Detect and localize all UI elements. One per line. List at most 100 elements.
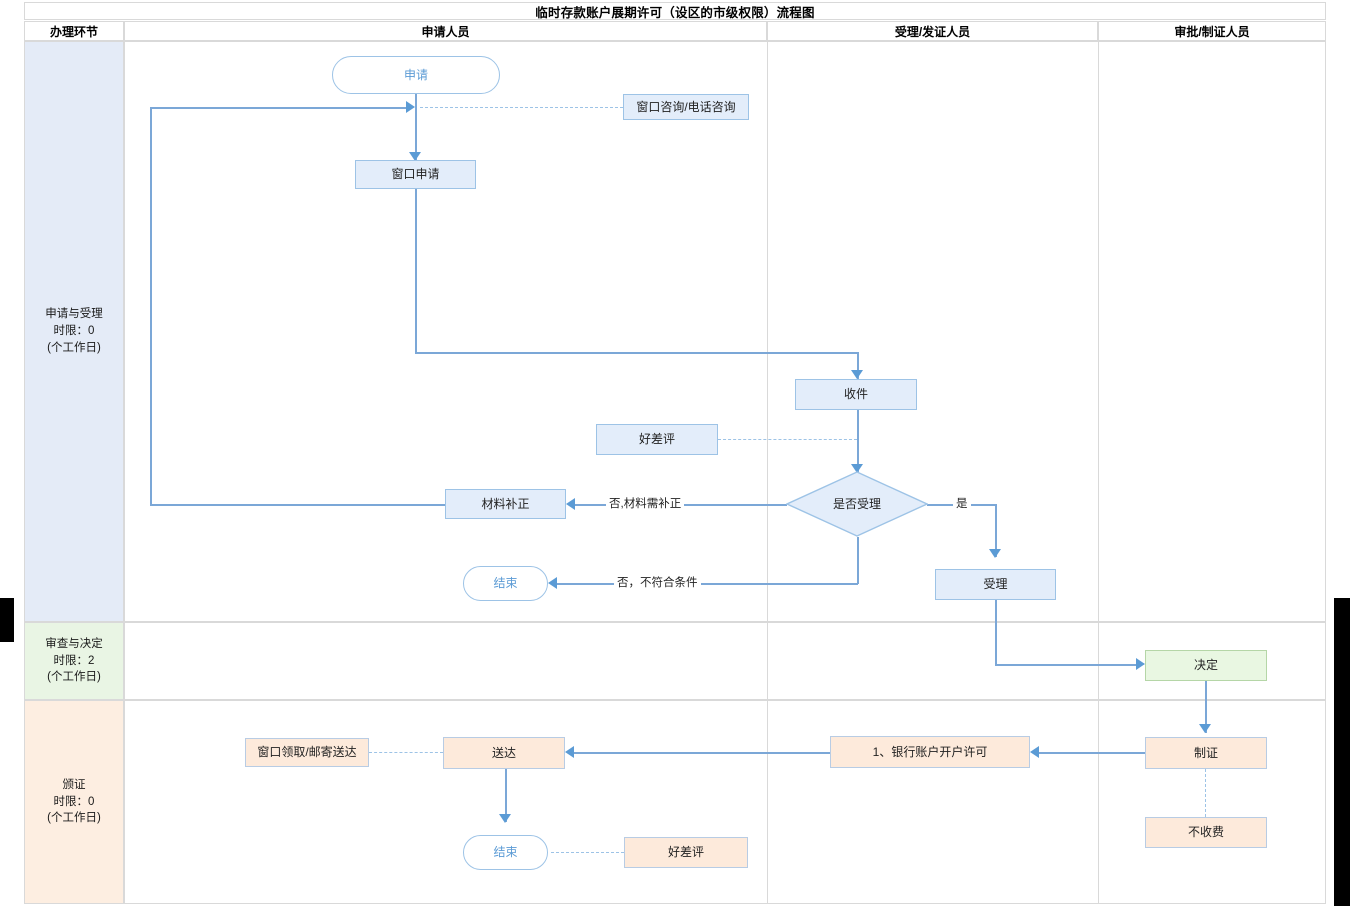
connector-pickup-dashed bbox=[369, 752, 443, 753]
node-pickup-or-mail-label: 窗口领取/邮寄送达 bbox=[257, 745, 357, 759]
node-review-rating-1-label: 好差评 bbox=[638, 432, 675, 446]
lane-1-unit: (个工作日) bbox=[47, 671, 101, 684]
lane-label-review-decision: 审查与决定 时限：2 (个工作日) bbox=[24, 622, 124, 700]
column-separator-1 bbox=[767, 41, 768, 622]
screen-artifact-left bbox=[0, 598, 14, 642]
node-consult[interactable]: 窗口咨询/电话咨询 bbox=[623, 94, 749, 120]
connector-decision-down bbox=[857, 537, 859, 584]
connector-decision-to-end1 bbox=[557, 583, 858, 585]
column-separator-4 bbox=[1098, 622, 1099, 700]
column-separator-2 bbox=[1098, 41, 1099, 622]
node-material-fix-label: 材料补正 bbox=[481, 496, 530, 511]
node-consult-label: 窗口咨询/电话咨询 bbox=[636, 99, 736, 114]
page-title-text: 临时存款账户展期许可（设区的市级权限）流程图 bbox=[535, 5, 815, 20]
column-header-applicant-label: 申请人员 bbox=[421, 24, 470, 39]
node-bank-account-permit[interactable]: 1、银行账户开户许可 bbox=[830, 736, 1030, 768]
node-end-rejected-label: 结束 bbox=[493, 576, 518, 590]
arrowhead-material-fix bbox=[566, 498, 575, 510]
node-no-fee[interactable]: 不收费 bbox=[1145, 817, 1267, 848]
connector-fix-loopback-left bbox=[150, 107, 152, 505]
connector-consult-dashed bbox=[420, 107, 623, 108]
node-deliver[interactable]: 送达 bbox=[443, 737, 565, 769]
node-review-rating-1[interactable]: 好差评 bbox=[596, 424, 718, 455]
arrowhead-receive bbox=[851, 370, 863, 379]
column-header-stage: 办理环节 bbox=[24, 21, 124, 41]
lane-body-certification bbox=[124, 700, 1326, 904]
connector-yes-down bbox=[995, 504, 997, 557]
arrowhead-accept bbox=[989, 549, 1001, 558]
node-end-completed-label: 结束 bbox=[493, 845, 518, 859]
node-decision-accept[interactable]: 是否受理 bbox=[786, 471, 928, 537]
screen-artifact-right bbox=[1334, 598, 1350, 906]
lane-0-unit: (个工作日) bbox=[47, 341, 101, 354]
arrowhead-loopback-into-apply bbox=[406, 101, 415, 113]
node-review-rating-2[interactable]: 好差评 bbox=[624, 837, 748, 868]
connector-review1-dashed bbox=[718, 439, 857, 440]
node-window-apply-label: 窗口申请 bbox=[391, 167, 440, 181]
node-end-completed[interactable]: 结束 bbox=[463, 835, 548, 870]
column-header-approval-officer-label: 审批/制证人员 bbox=[1174, 24, 1250, 39]
node-window-apply[interactable]: 窗口申请 bbox=[355, 160, 476, 189]
node-receive[interactable]: 收件 bbox=[795, 379, 917, 410]
lane-2-limit: 时限：0 bbox=[53, 795, 95, 808]
arrowhead-window-apply bbox=[409, 152, 421, 161]
arrowhead-decision bbox=[851, 464, 863, 473]
connector-review2-dashed bbox=[551, 852, 624, 853]
node-bank-account-permit-label: 1、银行账户开户许可 bbox=[872, 744, 988, 759]
connector-fix-loopback-top bbox=[150, 107, 412, 109]
column-header-approval-officer: 审批/制证人员 bbox=[1098, 21, 1326, 41]
lane-body-application-acceptance bbox=[124, 41, 1326, 622]
arrowhead-deliver bbox=[565, 746, 574, 758]
connector-accept-down bbox=[995, 600, 997, 665]
lane-label-certification: 颁证 时限：0 (个工作日) bbox=[24, 700, 124, 904]
connector-accept-to-decide bbox=[995, 664, 1141, 666]
connector-decide-to-make-cert bbox=[1205, 681, 1207, 733]
node-receive-label: 收件 bbox=[843, 387, 868, 401]
lane-0-name: 申请与受理 bbox=[45, 308, 103, 321]
node-make-certificate-label: 制证 bbox=[1193, 745, 1218, 760]
connector-fix-loopback-bottom bbox=[150, 504, 445, 506]
lane-1-limit: 时限：2 bbox=[53, 654, 95, 667]
connector-deliver-to-end2 bbox=[505, 769, 507, 822]
node-decision-accept-label: 是否受理 bbox=[832, 496, 881, 511]
node-accept[interactable]: 受理 bbox=[935, 569, 1056, 600]
connector-no-fee-dashed bbox=[1205, 769, 1206, 817]
node-end-rejected[interactable]: 结束 bbox=[463, 566, 548, 601]
node-accept-label: 受理 bbox=[983, 577, 1008, 591]
arrowhead-decide bbox=[1136, 658, 1145, 670]
connector-make-cert-to-bank-permit bbox=[1039, 752, 1145, 754]
page-title: 临时存款账户展期许可（设区的市级权限）流程图 bbox=[24, 2, 1326, 20]
arrowhead-end2 bbox=[499, 814, 511, 823]
edge-label-yes: 是 bbox=[953, 495, 971, 511]
lane-label-application-acceptance: 申请与受理 时限：0 (个工作日) bbox=[24, 41, 124, 622]
arrowhead-make-cert bbox=[1199, 724, 1211, 733]
node-decide-label: 决定 bbox=[1193, 658, 1218, 672]
column-header-stage-label: 办理环节 bbox=[49, 24, 98, 39]
edge-label-not-qualified: 否，不符合条件 bbox=[614, 574, 701, 590]
connector-start-to-window-apply bbox=[415, 93, 417, 160]
node-decide[interactable]: 决定 bbox=[1145, 650, 1267, 681]
arrowhead-end1 bbox=[548, 577, 557, 589]
lane-2-unit: (个工作日) bbox=[47, 812, 101, 825]
column-header-acceptance-officer-label: 受理/发证人员 bbox=[894, 24, 971, 39]
lane-0-limit: 时限：0 bbox=[53, 325, 95, 338]
lane-1-name: 审查与决定 bbox=[45, 637, 103, 650]
column-separator-6 bbox=[1098, 700, 1099, 904]
node-start[interactable]: 申请 bbox=[332, 56, 500, 94]
node-make-certificate[interactable]: 制证 bbox=[1145, 737, 1267, 769]
node-deliver-label: 送达 bbox=[491, 745, 516, 760]
connector-to-receive bbox=[857, 352, 859, 379]
node-material-fix[interactable]: 材料补正 bbox=[445, 489, 566, 519]
column-separator-5 bbox=[767, 700, 768, 904]
node-pickup-or-mail[interactable]: 窗口领取/邮寄送达 bbox=[245, 738, 369, 767]
diamond-shape-icon bbox=[786, 471, 928, 537]
column-header-acceptance-officer: 受理/发证人员 bbox=[767, 21, 1098, 41]
lane-body-review-decision bbox=[124, 622, 1326, 700]
node-no-fee-label: 不收费 bbox=[1187, 825, 1224, 839]
connector-bank-permit-to-deliver bbox=[574, 752, 830, 754]
arrowhead-bank-permit bbox=[1030, 746, 1039, 758]
node-review-rating-2-label: 好差评 bbox=[667, 845, 704, 859]
column-header-applicant: 申请人员 bbox=[124, 21, 767, 41]
column-separator-3 bbox=[767, 622, 768, 700]
